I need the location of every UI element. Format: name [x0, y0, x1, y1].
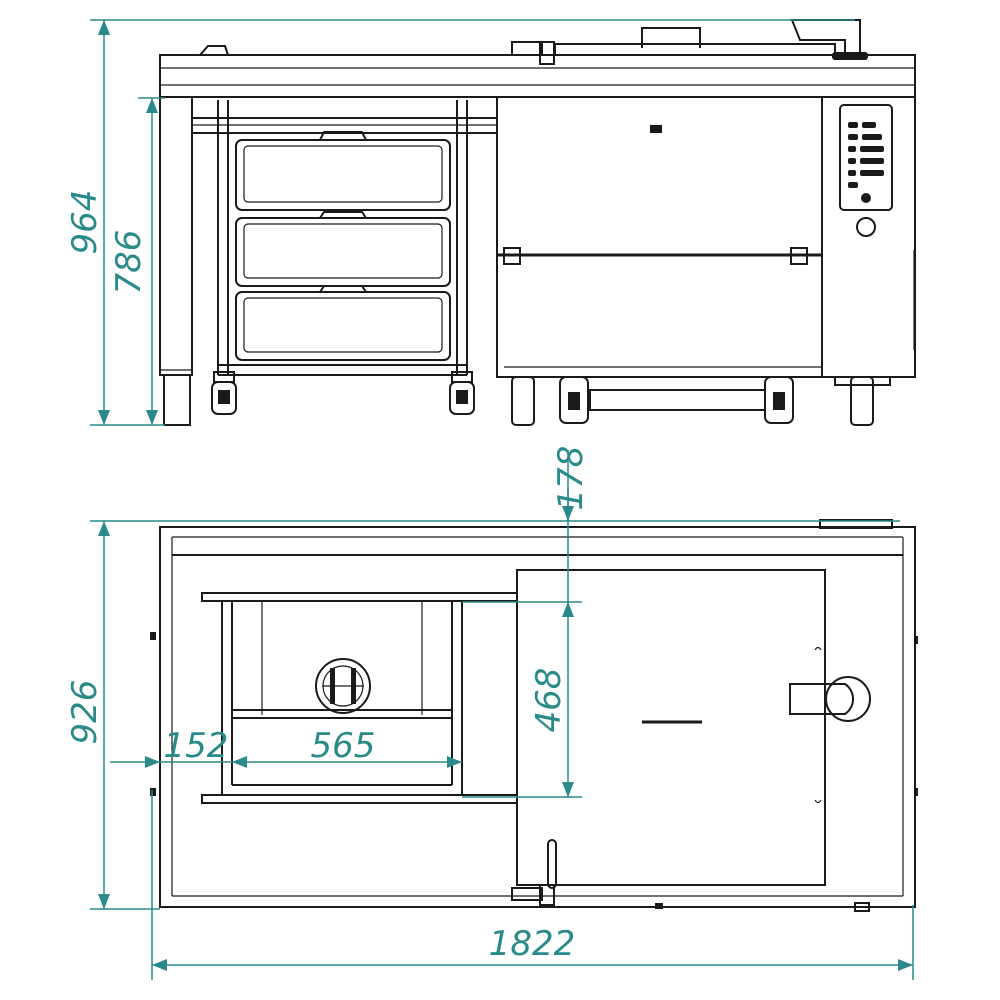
dimension-label-152: 152 [164, 726, 229, 766]
caster-wheel [559, 376, 589, 424]
caster-wheel [764, 376, 794, 424]
caster-wheel [211, 371, 237, 415]
dimension-label-964: 964 [65, 190, 105, 255]
cabinet-body [496, 96, 823, 378]
plan-view [150, 519, 918, 912]
plan-outline [159, 526, 916, 908]
dimension-height-worktop: 786 [109, 97, 165, 425]
drawer-tray [235, 211, 451, 287]
dimension-drawer-offset: 152 [110, 726, 229, 768]
left-leg [159, 96, 193, 376]
lid-handle [641, 27, 701, 48]
dimension-drawer-width: 565 [160, 726, 462, 766]
dimension-plan-depth: 926 [65, 520, 900, 910]
dimension-top-offset: 178 [551, 446, 591, 602]
drain-valve [315, 658, 371, 714]
dimension-label-468: 468 [529, 668, 569, 733]
drawer-tray [235, 285, 451, 361]
dimension-door-depth: 468 [462, 601, 582, 798]
lid-handle-plan [789, 683, 854, 715]
dimension-label-926: 926 [65, 680, 105, 745]
control-buttons [848, 122, 884, 203]
dimension-label-1822: 1822 [489, 924, 576, 964]
dimension-height-total: 964 [65, 19, 855, 426]
control-panel [839, 104, 893, 211]
dimension-label-178: 178 [551, 446, 591, 511]
control-knob [856, 217, 876, 237]
front-elevation [159, 19, 916, 426]
drawer-plan [201, 592, 518, 804]
dimension-label-565: 565 [311, 726, 376, 766]
drawer-tray [235, 131, 451, 211]
dimension-label-786: 786 [109, 230, 149, 295]
worktop [159, 54, 916, 98]
dimension-overall-width: 1822 [151, 790, 914, 980]
caster-wheel [449, 371, 475, 415]
lid-plan [511, 569, 871, 912]
